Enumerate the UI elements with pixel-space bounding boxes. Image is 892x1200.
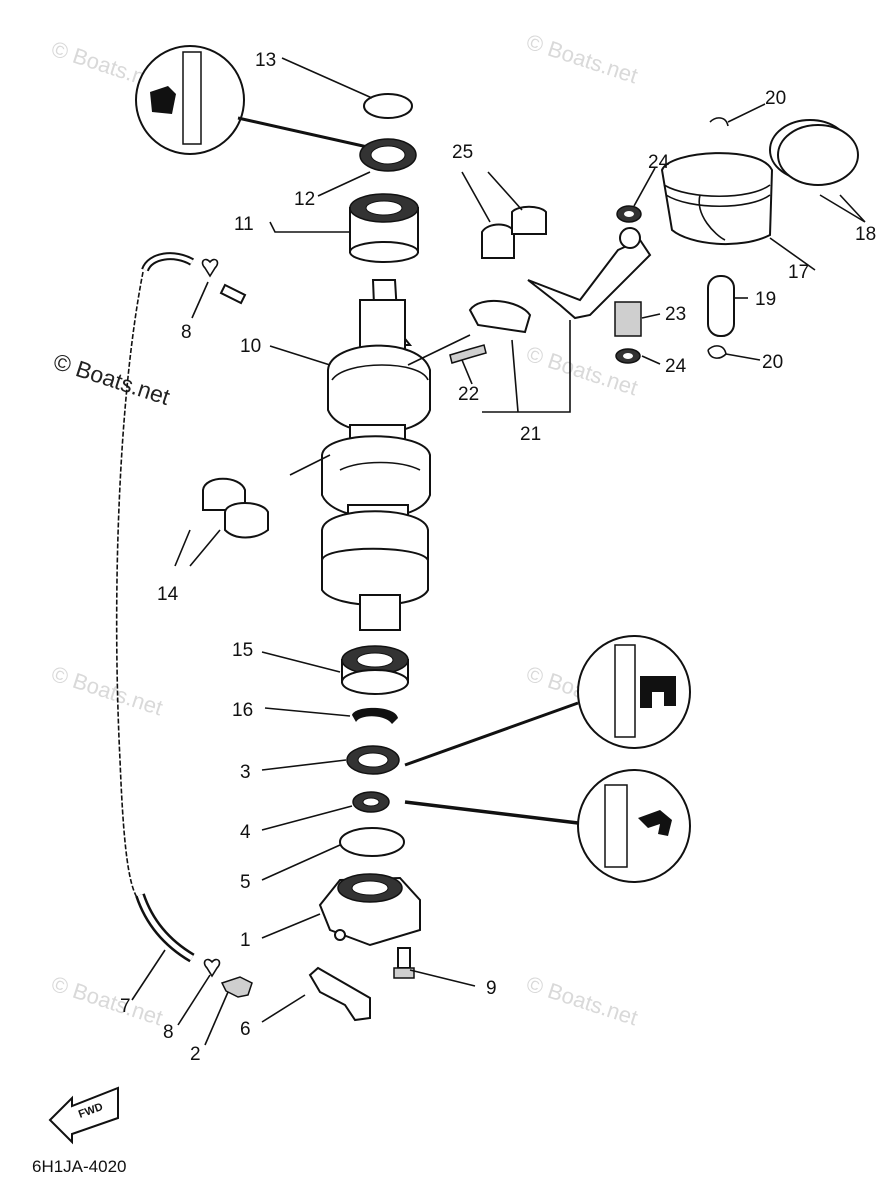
callout-22: 22 xyxy=(458,384,479,405)
callout-16: 16 xyxy=(232,700,253,721)
callout-20-top: 20 xyxy=(765,88,786,109)
callout-7: 7 xyxy=(120,996,131,1017)
callout-8-bottom: 8 xyxy=(163,1022,174,1043)
watermark: © Boats.net xyxy=(523,971,640,1030)
callout-numbers: 13 12 11 8 10 14 15 16 3 4 5 1 7 8 2 6 9… xyxy=(120,50,876,1065)
callout-17: 17 xyxy=(788,262,809,283)
callout-15: 15 xyxy=(232,640,253,661)
lower-bearing-housing xyxy=(318,873,421,947)
watermark: © Boats.net xyxy=(523,29,640,88)
water-hose xyxy=(115,252,195,963)
callout-24-bottom: 24 xyxy=(665,356,687,377)
callout-24-top: 24 xyxy=(648,152,670,173)
o-ring-lower xyxy=(339,827,405,857)
callout-23: 23 xyxy=(665,304,686,325)
diagram-code: 6H1JA-4020 xyxy=(32,1157,127,1176)
o-ring xyxy=(363,93,413,119)
callout-18: 18 xyxy=(855,224,876,245)
piston xyxy=(660,152,774,245)
crankpin-bearing-halves xyxy=(202,477,269,539)
callout-1: 1 xyxy=(240,930,251,951)
callout-25: 25 xyxy=(452,142,473,163)
callout-5: 5 xyxy=(240,872,251,893)
needle-bearing xyxy=(614,301,642,337)
bracket xyxy=(308,966,371,1022)
watermark: © Boats.net xyxy=(48,971,165,1030)
callout-2: 2 xyxy=(190,1044,201,1065)
oil-seal-lower xyxy=(346,745,400,775)
callout-6: 6 xyxy=(240,1019,251,1040)
grease-detail-low xyxy=(404,769,691,883)
rod-bolt xyxy=(449,344,487,364)
piston-pin-clip xyxy=(709,117,729,127)
leader-lines xyxy=(131,57,866,1046)
washer-upper xyxy=(616,205,642,223)
grease-detail-mid xyxy=(404,635,691,767)
crankshaft xyxy=(321,279,431,631)
callout-21: 21 xyxy=(520,424,541,445)
piston-pin-clip xyxy=(707,345,727,359)
callout-8-top: 8 xyxy=(181,322,192,343)
connecting-rod xyxy=(527,227,652,320)
bearing-top xyxy=(349,193,419,263)
nipple-fitting xyxy=(220,976,253,998)
forward-arrow-icon: FWD xyxy=(48,1086,119,1145)
piston-pin xyxy=(707,275,735,337)
oil-seal-top xyxy=(359,138,417,172)
washer-lower xyxy=(615,348,641,364)
callout-19: 19 xyxy=(755,289,776,310)
grease-detail-top xyxy=(135,45,373,155)
bearing-lower xyxy=(341,645,409,695)
watermark: © Boats.net xyxy=(48,661,165,720)
watermark-dark: © Boats.net xyxy=(50,348,173,410)
bolt xyxy=(393,947,415,979)
callout-13: 13 xyxy=(255,50,276,71)
callout-9: 9 xyxy=(486,978,497,999)
callout-14: 14 xyxy=(157,584,179,605)
callout-3: 3 xyxy=(240,762,251,783)
callout-10: 10 xyxy=(240,336,261,357)
oil-seal-small xyxy=(352,791,390,813)
piston-rings xyxy=(769,119,859,186)
callout-12: 12 xyxy=(294,189,315,210)
callout-4: 4 xyxy=(240,822,251,843)
bearing-halves-25 xyxy=(481,205,547,259)
circlip xyxy=(352,707,398,724)
hose-clamp-bottom xyxy=(203,958,221,978)
callout-11: 11 xyxy=(234,214,254,235)
callout-20-bottom: 20 xyxy=(762,352,783,373)
hose-clamp-top xyxy=(201,258,247,305)
rod-cap xyxy=(468,299,532,334)
